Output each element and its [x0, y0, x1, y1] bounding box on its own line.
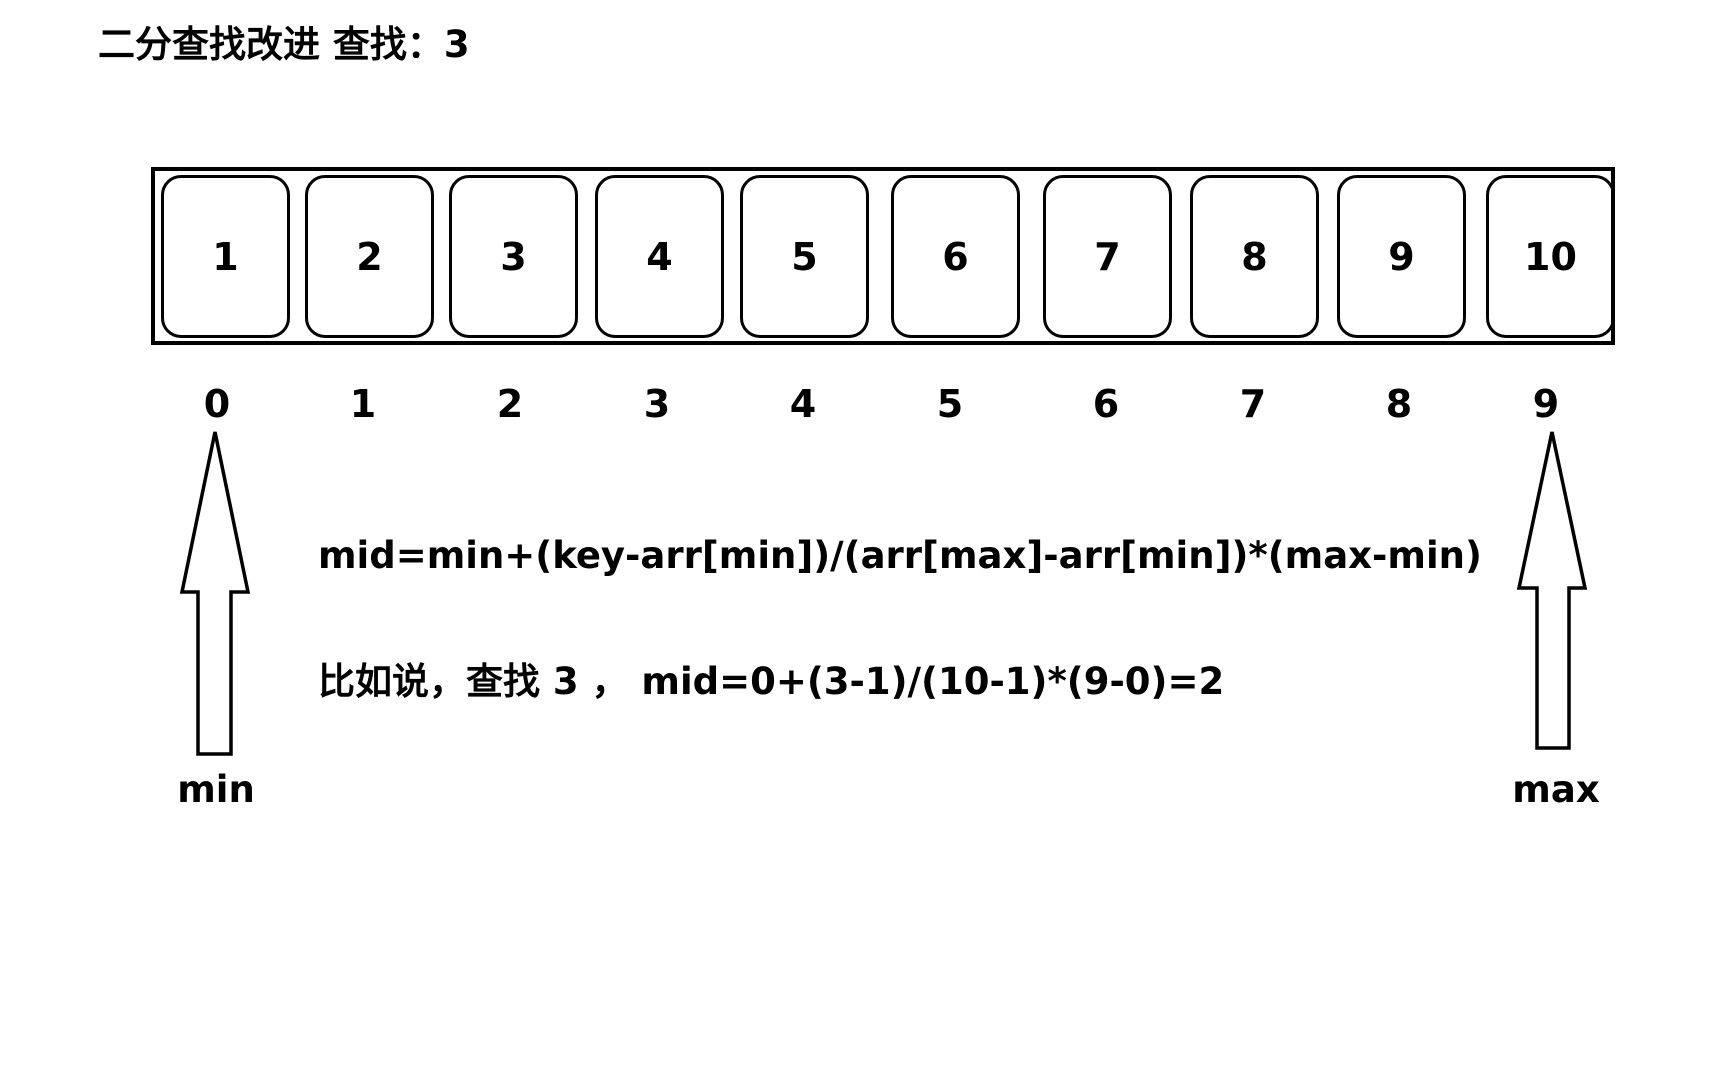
array-index: 6	[1092, 382, 1120, 426]
array-cell: 10	[1486, 175, 1615, 338]
array-index: 2	[496, 382, 524, 426]
cell-value: 1	[212, 234, 239, 279]
array-cell: 7	[1043, 175, 1172, 338]
array-cell: 4	[595, 175, 724, 338]
array-index: 1	[349, 382, 377, 426]
array-cell: 9	[1337, 175, 1466, 338]
cell-value: 4	[646, 234, 673, 279]
cell-value: 8	[1241, 234, 1268, 279]
array-index: 4	[789, 382, 817, 426]
array-cell: 2	[305, 175, 434, 338]
cell-value: 3	[500, 234, 527, 279]
up-arrow-icon	[1516, 431, 1588, 750]
array-cell: 8	[1190, 175, 1319, 338]
example-text: 比如说，查找 3 ， mid=0+(3-1)/(10-1)*(9-0)=2	[318, 660, 1225, 703]
array-index: 3	[643, 382, 671, 426]
array-cell: 5	[740, 175, 869, 338]
cell-value: 2	[356, 234, 383, 279]
array-index: 8	[1385, 382, 1413, 426]
array-index: 0	[203, 382, 231, 426]
array-cell: 3	[449, 175, 578, 338]
up-arrow-icon	[179, 431, 251, 756]
cell-value: 5	[791, 234, 818, 279]
array-index: 5	[936, 382, 964, 426]
array-cell: 6	[891, 175, 1020, 338]
array-index: 9	[1532, 382, 1560, 426]
diagram-title: 二分查找改进 查找：3	[98, 23, 470, 66]
formula-text: mid=min+(key-arr[min])/(arr[max]-arr[min…	[318, 534, 1482, 577]
array-cell: 1	[161, 175, 290, 338]
cell-value: 9	[1388, 234, 1415, 279]
cell-value: 10	[1524, 234, 1577, 279]
min-pointer-label: min	[177, 768, 255, 811]
cell-value: 6	[942, 234, 969, 279]
max-pointer-label: max	[1512, 768, 1600, 811]
cell-value: 7	[1094, 234, 1121, 279]
array-index: 7	[1239, 382, 1267, 426]
